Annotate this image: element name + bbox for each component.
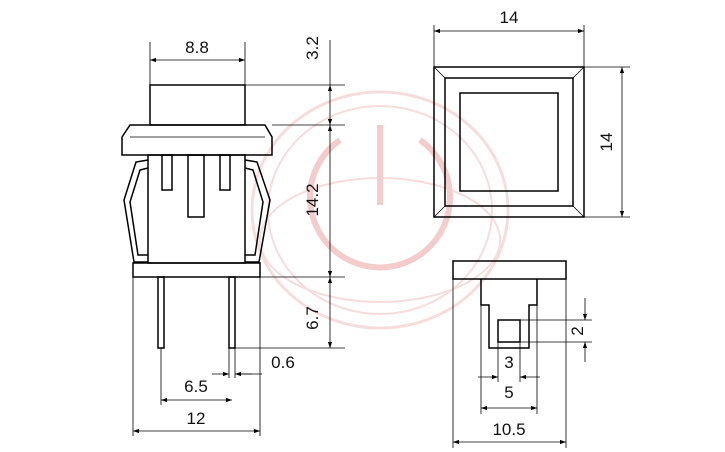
side-view-dimensions: 2 3 5 10.5 [452, 279, 592, 448]
switch-base [132, 262, 261, 278]
dim-pin-length: 6.7 [303, 306, 322, 330]
pin-left [157, 276, 165, 349]
right-clip [244, 159, 271, 263]
dim-top-width: 14 [500, 8, 519, 27]
dim-pin-pitch: 6.5 [184, 377, 208, 396]
top-view-dimensions: 14 14 [433, 8, 630, 218]
top-inner-square [459, 92, 559, 192]
cap-stem [480, 279, 538, 349]
dim-cap-height: 3.2 [303, 36, 322, 60]
side-view [452, 260, 567, 349]
power-symbol-logo-icon [250, 90, 510, 330]
dim-cap-width: 8.8 [185, 38, 209, 57]
top-view [433, 66, 585, 218]
front-view [121, 84, 273, 349]
button-flange [121, 124, 273, 156]
dim-pin-thickness: 0.6 [271, 353, 295, 372]
pin-right [228, 276, 236, 349]
dim-overall-width: 12 [187, 409, 206, 428]
top-outer-square [433, 66, 585, 218]
dim-slot-width: 3 [504, 353, 513, 372]
cap-top-plate [452, 260, 567, 280]
front-view-dimensions: 8.8 3.2 14.2 6.7 0.6 6.5 12 [132, 36, 345, 436]
dim-slot-height: 2 [568, 326, 587, 335]
dim-side-overall-width: 10.5 [492, 420, 525, 439]
left-clip [123, 159, 149, 263]
button-cap [149, 84, 246, 126]
dim-body-height: 14.2 [303, 183, 322, 216]
dim-stem-width: 5 [504, 383, 513, 402]
stem-slot [497, 319, 521, 343]
dim-top-height: 14 [597, 133, 616, 152]
